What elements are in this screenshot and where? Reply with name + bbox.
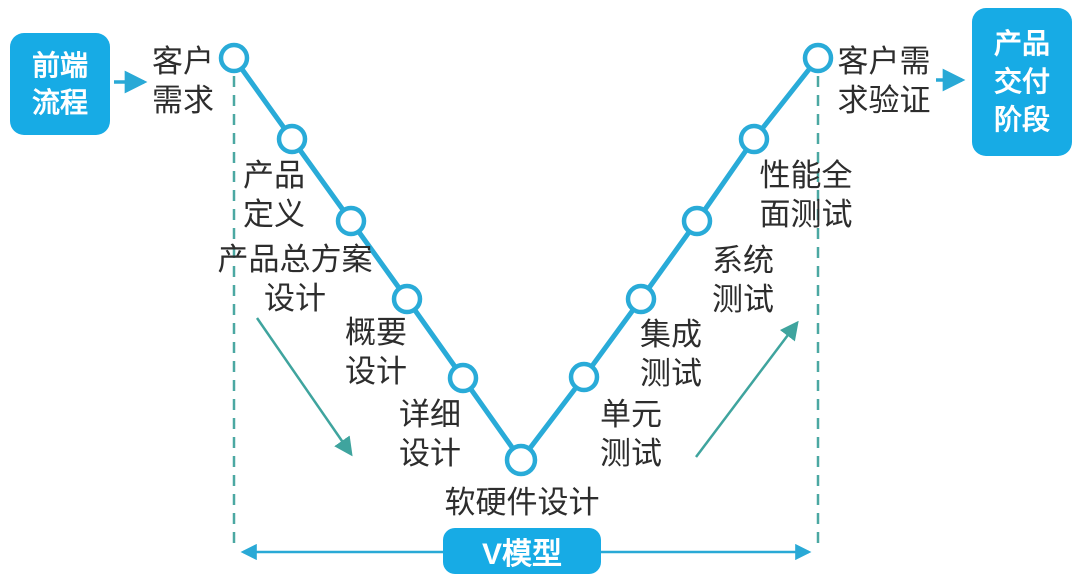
label-product-definition: 产品 定义	[243, 158, 305, 232]
node-customer-requirements	[218, 42, 250, 74]
node-product-overall-scheme	[335, 205, 367, 237]
product-delivery-stage-box: 产品 交付 阶段	[972, 8, 1072, 156]
test-flow-arrow	[695, 320, 799, 458]
label-product-overall-scheme: 产品总方案 设计	[217, 242, 373, 316]
product-delivery-box-line3: 阶段	[993, 104, 1050, 135]
node-outline-design	[391, 283, 423, 315]
label-integration-test: 集成 测试	[640, 317, 702, 391]
node-detailed-design	[447, 362, 479, 394]
node-integration-test	[625, 283, 657, 315]
label-full-performance-test: 性能全 面测试	[759, 158, 853, 232]
frontend-process-box: 前端 流程	[10, 33, 110, 135]
label-system-test: 系统 测试	[712, 243, 774, 317]
v-model-banner: V模型	[443, 528, 601, 574]
node-product-definition	[276, 123, 308, 155]
label-detailed-design: 详细 设计	[399, 397, 461, 471]
label-customer-requirement-verification: 客户需 求验证	[837, 44, 931, 118]
node-system-test	[681, 205, 713, 237]
label-customer-requirements: 客户 需求	[152, 44, 214, 118]
design-flow-arrow	[255, 317, 353, 457]
v-model-banner-label: V模型	[481, 538, 562, 571]
frontend-process-box-line1: 前端	[31, 50, 88, 81]
frontend-process-box-line2: 流程	[31, 87, 88, 118]
node-full-performance-test	[738, 123, 770, 155]
product-delivery-box-line2: 交付	[993, 66, 1050, 97]
label-software-hardware-design: 软硬件设计	[444, 485, 600, 520]
node-unit-test	[568, 361, 600, 393]
label-outline-design: 概要 设计	[345, 315, 407, 389]
node-software-hardware-design	[504, 443, 538, 477]
product-delivery-box-line1: 产品	[993, 28, 1050, 59]
label-unit-test: 单元 测试	[600, 397, 662, 471]
node-customer-requirement-verification	[802, 42, 834, 74]
